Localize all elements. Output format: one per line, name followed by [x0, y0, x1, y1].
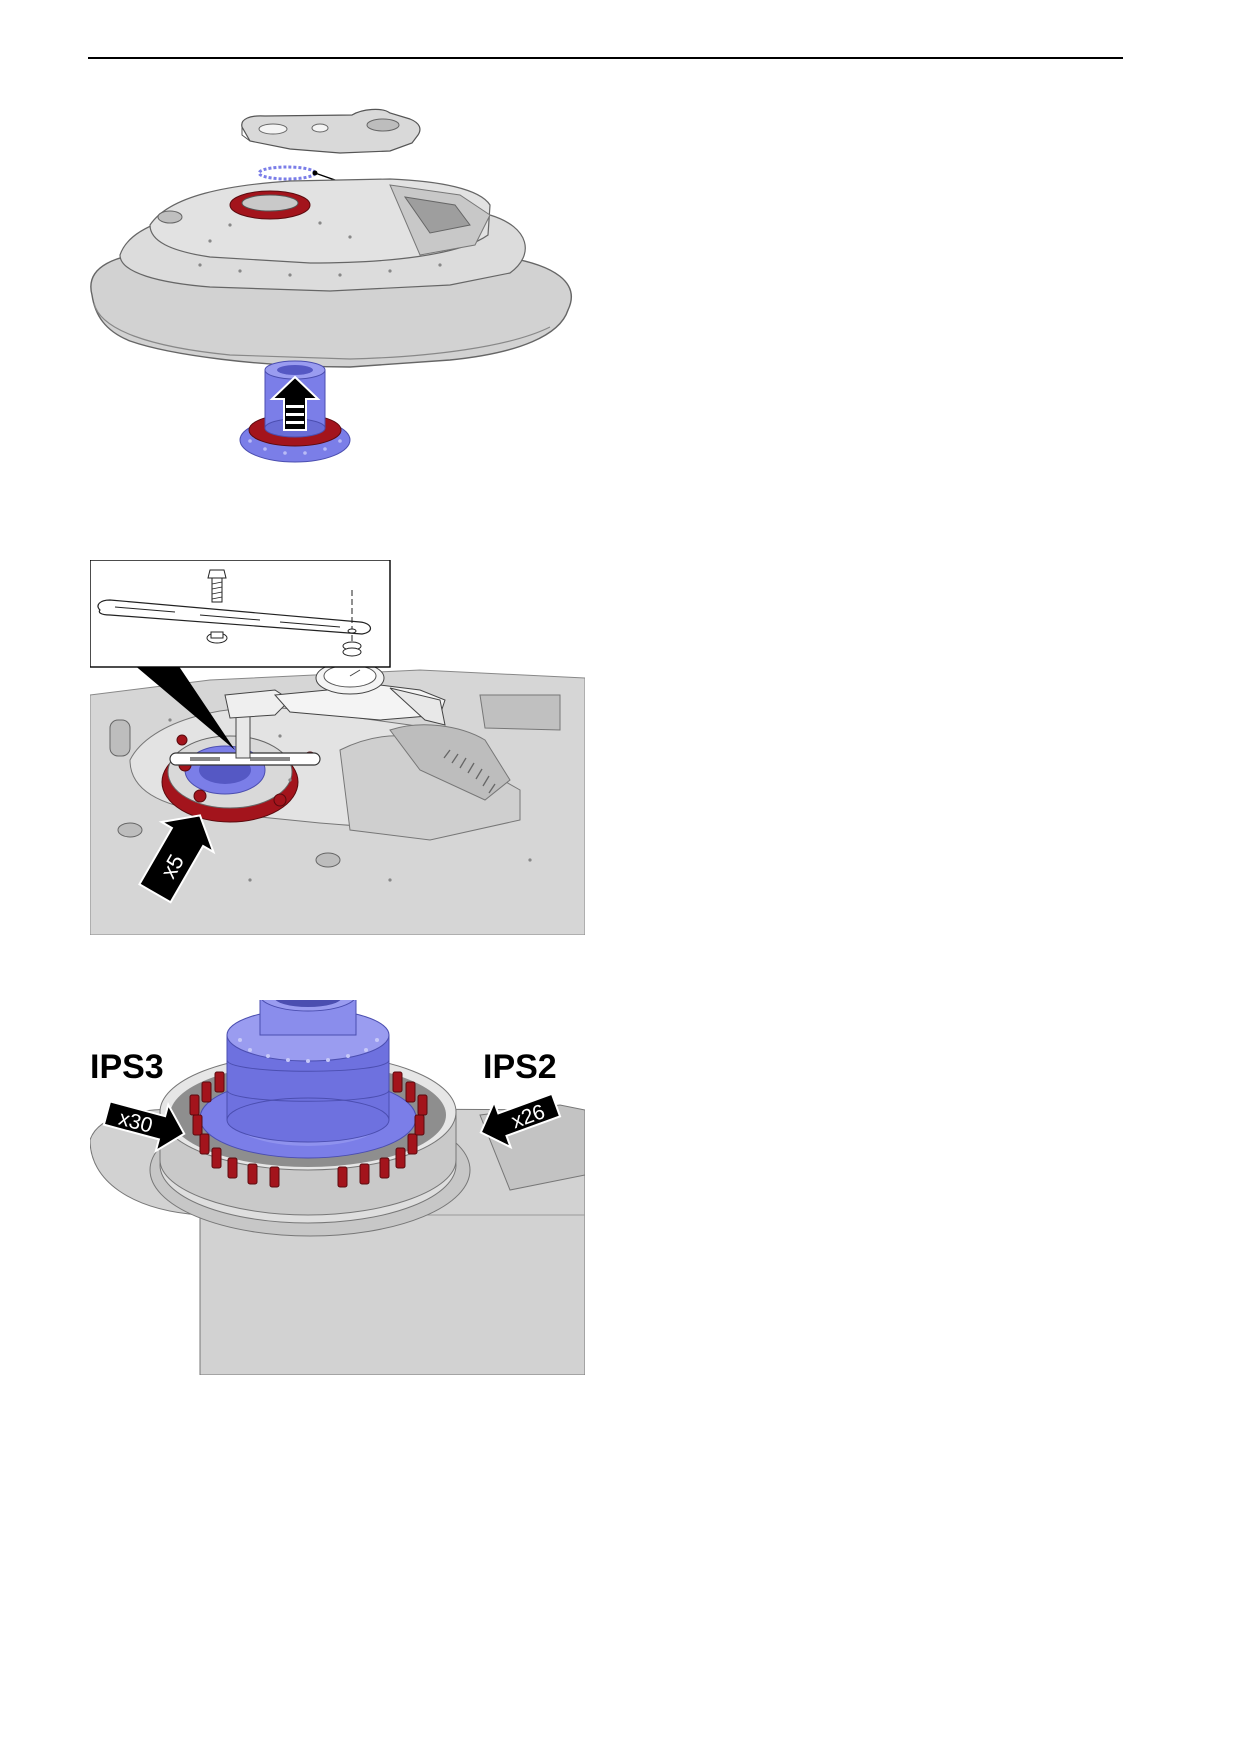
bearing-housing-blue — [199, 978, 417, 1159]
red-bolt-ring — [189, 1071, 428, 1188]
gear-housing — [90, 178, 572, 368]
top-bracket — [241, 108, 421, 154]
o-ring — [257, 165, 317, 181]
callout-x30-arrow: x30 — [102, 1100, 186, 1154]
header-rule — [88, 57, 1123, 59]
figure-exploded-housing: A — [90, 105, 580, 485]
variant-label-right: IPS2 — [483, 1048, 557, 1086]
detail-inset — [89, 559, 391, 668]
callout-x5-arrow: x5 — [138, 814, 216, 904]
figure-bolt-count: IPS3 x30 IPS2 x26 — [89, 978, 586, 1376]
up-arrow-icon — [269, 375, 321, 431]
torque-wrench — [224, 661, 446, 759]
figure-torque-tool: x5 — [89, 559, 586, 936]
variant-label-left: IPS3 — [90, 1048, 164, 1086]
